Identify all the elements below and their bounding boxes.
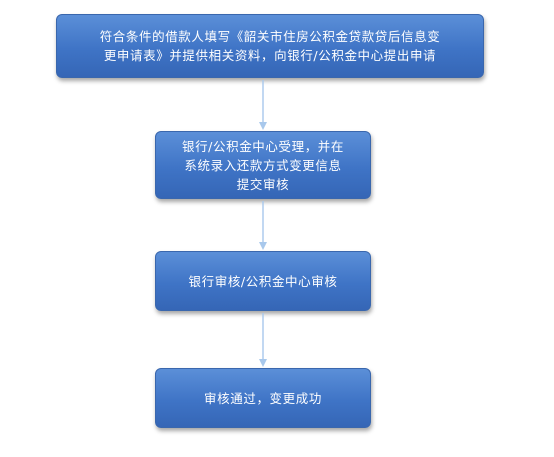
connector-arrow-3 [259, 313, 267, 367]
connector-arrow-1 [259, 80, 267, 130]
step-4-box: 审核通过，变更成功 [155, 368, 371, 428]
step-1-text: 符合条件的借款人填写《韶关市住房公积金贷款贷后信息变 更申请表》并提供相关资料，… [99, 29, 441, 63]
step-1-box: 符合条件的借款人填写《韶关市住房公积金贷款贷后信息变 更申请表》并提供相关资料，… [56, 14, 484, 78]
step-4-text: 审核通过，变更成功 [204, 390, 322, 406]
step-2-text: 银行/公积金中心受理，并在 系统录入还款方式变更信息 提交审核 [181, 138, 344, 192]
connector-arrow-2 [259, 201, 267, 250]
step-2-box: 银行/公积金中心受理，并在 系统录入还款方式变更信息 提交审核 [155, 131, 371, 199]
step-3-box: 银行审核/公积金中心审核 [155, 251, 371, 311]
step-3-text: 银行审核/公积金中心审核 [188, 273, 338, 289]
